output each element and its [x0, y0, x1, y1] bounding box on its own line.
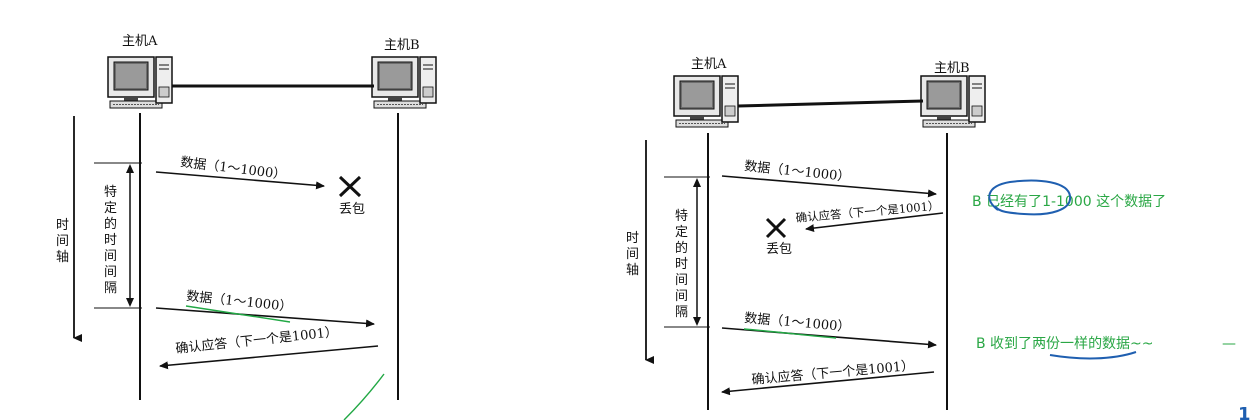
svg-text:特: 特 — [675, 209, 688, 224]
left-host-b-label: 主机B — [384, 38, 420, 53]
svg-text:间: 间 — [675, 289, 688, 304]
left-time-axis-label: 时 间 轴 — [56, 218, 69, 265]
svg-text:间: 间 — [104, 249, 117, 264]
svg-text:间: 间 — [675, 273, 688, 288]
svg-text:特: 特 — [104, 185, 117, 200]
svg-text:轴: 轴 — [56, 250, 69, 265]
right-diagram: 主机A 主机B 时 间 轴 特 定 的 时 间 间 隔 数据（1～1000） — [626, 57, 985, 410]
left-packet-loss-label: 丢包 — [339, 202, 365, 217]
note-2-underlined-text: 两份一样 — [1032, 336, 1088, 352]
left-host-b-computer-icon — [372, 57, 436, 108]
right-packet-loss-x-icon — [767, 219, 785, 237]
note-2: B 收到了两份一样的数据~~ — — [976, 336, 1236, 358]
svg-text:间: 间 — [104, 265, 117, 280]
right-interval-label: 特 定 的 时 间 间 隔 — [675, 209, 688, 320]
svg-text:轴: 轴 — [626, 263, 639, 278]
corner-mark: 1 — [1238, 404, 1251, 420]
right-host-b-computer-icon — [921, 76, 985, 127]
left-diagram: 主机A 主机B 时 间 轴 特 定 的 时 间 间 隔 数据（ — [56, 34, 436, 420]
svg-text:的: 的 — [675, 240, 688, 256]
svg-text:时: 时 — [626, 231, 639, 246]
svg-text:的: 的 — [104, 216, 117, 232]
svg-text:隔: 隔 — [675, 305, 688, 320]
right-data-1-label: 数据（1～1000） — [744, 159, 851, 185]
left-packet-loss-x-icon — [340, 177, 360, 196]
note-2-blue-underline — [1050, 352, 1136, 358]
left-green-pen-stroke — [344, 374, 384, 420]
note-1: B 已经有了1-1000 这个数据了 — [972, 181, 1166, 215]
left-host-a-label: 主机A — [122, 34, 158, 49]
svg-text:时: 时 — [675, 257, 688, 272]
svg-text:定: 定 — [675, 225, 688, 240]
right-packet-loss-label: 丢包 — [766, 242, 792, 257]
right-host-a-label: 主机A — [691, 57, 727, 72]
right-time-axis-label: 时 间 轴 — [626, 231, 639, 278]
note-2-text: B 收到了两份一样的数据~~ — [976, 336, 1154, 352]
right-ack-1-label: 确认应答（下一个是1001） — [795, 198, 940, 225]
left-host-a-computer-icon — [108, 57, 172, 108]
right-host-b-label: 主机B — [934, 61, 970, 76]
note-2-tail-dash: — — [1222, 336, 1236, 352]
svg-text:间: 间 — [626, 247, 639, 262]
svg-text:时: 时 — [104, 233, 117, 248]
right-host-a-computer-icon — [674, 76, 738, 127]
svg-text:时: 时 — [56, 218, 69, 233]
right-network-link — [738, 101, 923, 106]
right-ack-2-label: 确认应答（下一个是1001） — [751, 358, 915, 388]
svg-text:间: 间 — [56, 234, 69, 249]
svg-text:定: 定 — [104, 201, 117, 216]
svg-text:隔: 隔 — [104, 281, 117, 296]
left-interval-label: 特 定 的 时 间 间 隔 — [104, 185, 117, 296]
